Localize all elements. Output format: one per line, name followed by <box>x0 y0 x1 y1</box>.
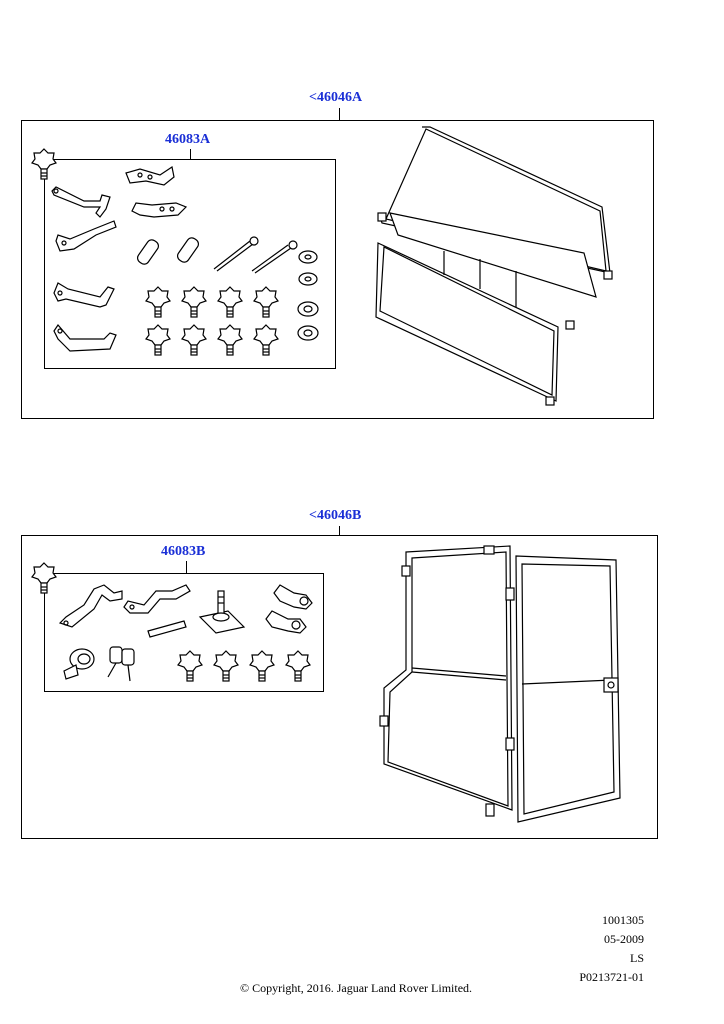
kit-a-parts-illustration <box>31 148 319 356</box>
kit-b-frame <box>44 573 324 692</box>
eye-bracket-icon <box>265 584 313 634</box>
washer-icon <box>297 250 319 341</box>
illustration-id: P0213721-01 <box>579 970 644 984</box>
bracket-icon <box>58 584 123 628</box>
kit-b-callout[interactable]: 46083B <box>161 544 206 559</box>
bracket-icon <box>55 220 117 252</box>
bolt-icon <box>251 240 298 274</box>
stud-plate-icon <box>198 590 246 634</box>
star-knob-icon <box>31 562 311 682</box>
kit-a-frame <box>44 159 336 369</box>
partition-guard-with-door-icon <box>379 545 621 823</box>
kit-b-leader <box>186 561 187 573</box>
bracket-icon <box>51 186 111 218</box>
drawing-code: LS <box>629 951 644 965</box>
clamp-icon <box>131 202 188 218</box>
kit-b-parts-illustration <box>31 562 313 682</box>
keys-icon <box>107 646 135 682</box>
drawing-number: 1001305 <box>602 913 644 927</box>
bracket-icon <box>53 324 117 352</box>
bracket-icon <box>53 282 115 308</box>
bracket-icon <box>123 584 191 614</box>
assembly-b-leader <box>339 526 340 535</box>
assembly-a-leader <box>339 108 340 120</box>
assembly-a-callout[interactable]: <46046A <box>309 90 363 105</box>
sleeve-icon <box>136 237 200 265</box>
drawing-date: 05-2009 <box>604 932 644 946</box>
drawing-metadata: 1001305 05-2009 LS P0213721-01 <box>579 911 644 987</box>
assembly-a-frame <box>21 120 654 419</box>
kit-a-leader <box>190 149 191 159</box>
clamp-icon <box>125 166 175 186</box>
assembly-b-frame <box>21 535 658 839</box>
assembly-b-callout[interactable]: <46046B <box>309 508 362 523</box>
kit-a-callout[interactable]: 46083A <box>165 132 211 147</box>
star-knob-icon <box>31 148 279 356</box>
bolt-icon <box>213 236 259 272</box>
lock-barrel-icon <box>63 648 95 680</box>
copyright-notice: © Copyright, 2016. Jaguar Land Rover Lim… <box>239 981 473 995</box>
pin-icon <box>147 620 187 638</box>
rear-load-space-guard-icon <box>375 126 613 406</box>
